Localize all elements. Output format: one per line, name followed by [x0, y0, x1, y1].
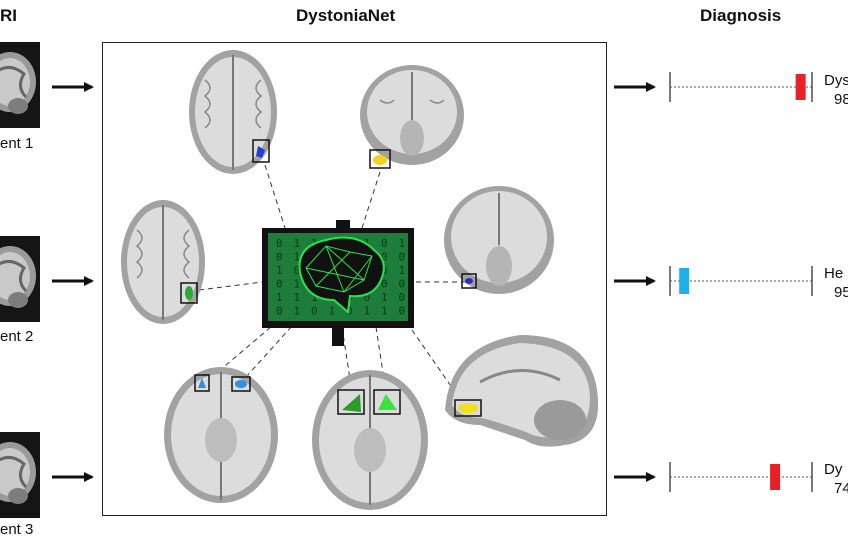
roi-sagittal [458, 403, 478, 413]
patient-3-diagnosis-label: Dy [824, 461, 843, 478]
binary-digit: 1 [399, 264, 406, 277]
patient-1-diagnosis-label: Dys [824, 72, 848, 89]
binary-digit: 0 [399, 278, 406, 291]
binary-digit: 1 [276, 291, 283, 304]
patient-1-mri-thumbnail [0, 42, 40, 128]
output-arrows [614, 82, 656, 482]
roi-axial-bottom-left-b [235, 380, 247, 388]
brain-coronal-top [360, 65, 464, 165]
brain-axial-bottom-mid [312, 370, 428, 510]
patient-2-diagnosis-label: He [824, 265, 844, 282]
binary-digit: 0 [276, 237, 283, 250]
brain-sagittal-icon [0, 442, 36, 504]
patient-1-diagnosis-value: 98 [834, 91, 848, 108]
binary-digit: 0 [276, 278, 283, 291]
binary-digit: 0 [399, 251, 406, 264]
roi-boxes [180, 139, 482, 417]
binary-digit: 1 [364, 305, 371, 318]
binary-digit: 0 [346, 305, 353, 318]
binary-digit: 1 [294, 291, 301, 304]
binary-digit: 1 [311, 291, 318, 304]
header-dystonianet: DystoniaNet [296, 6, 396, 25]
roi-axial-bottom-left-a [198, 378, 206, 388]
patient-2-label: ent 2 [0, 328, 34, 345]
brain-sagittal-icon [0, 52, 36, 114]
dystonianet-frame [102, 42, 607, 516]
brain-axial-bottom-left [164, 367, 278, 503]
binary-digit: 0 [381, 278, 388, 291]
roi-axial-top [256, 146, 265, 158]
patient-3-mri-thumbnail [0, 432, 40, 518]
binary-digit: 1 [294, 305, 301, 318]
binary-digit: 0 [381, 251, 388, 264]
patient-2-diagnosis: He 95 [824, 264, 848, 302]
patient-3-diagnosis-scale [669, 462, 813, 492]
neural-brain-icon [298, 236, 385, 314]
scale-marker [770, 464, 781, 490]
monitor-icon: 0110110101001100101101010111010011110010… [262, 220, 414, 346]
binary-digit: 0 [311, 305, 318, 318]
patient-1-diagnosis: Dys 98 [824, 71, 848, 109]
brain-sagittal-icon [0, 246, 36, 308]
binary-digit: 0 [364, 291, 371, 304]
roi-fills [185, 146, 478, 413]
roi-axial-left [185, 286, 193, 300]
binary-digit: 0 [276, 251, 283, 264]
patient-2-diagnosis-scale [669, 266, 813, 296]
roi-axial-bottom-mid-b [378, 394, 397, 410]
binary-digit: 0 [276, 305, 283, 318]
binary-digit: 0 [399, 305, 406, 318]
binary-digit: 1 [294, 278, 301, 291]
roi-coronal-right [465, 278, 473, 284]
binary-digit: 0 [399, 291, 406, 304]
binary-digit: 1 [381, 291, 388, 304]
roi-axial-bottom-mid-a [342, 394, 361, 412]
binary-digit: 0 [381, 237, 388, 250]
header-mri: RI [0, 6, 17, 25]
binary-digit: 1 [399, 237, 406, 250]
binary-digit: 1 [276, 264, 283, 277]
patient-1-label: ent 1 [0, 135, 34, 152]
scale-marker [795, 74, 806, 100]
patient-2-diagnosis-value: 95 [834, 284, 848, 301]
binary-digit: 1 [381, 305, 388, 318]
brain-axial-top [189, 50, 277, 174]
binary-digit: 1 [329, 305, 336, 318]
patient-1-diagnosis-scale [669, 72, 813, 102]
scale-marker [679, 268, 690, 294]
binary-digit: 0 [294, 264, 301, 277]
binary-digit: 1 [294, 237, 301, 250]
patient-3-diagnosis-value: 74 [834, 480, 848, 497]
diagnosis-scales [669, 72, 813, 492]
patient-2-mri-thumbnail [0, 236, 40, 322]
brain-axial-left [121, 200, 205, 324]
brain-sagittal-right [445, 335, 599, 447]
binary-digit: 1 [294, 251, 301, 264]
roi-coronal-top [373, 155, 387, 165]
brain-coronal-right [444, 186, 554, 294]
input-arrows [52, 82, 94, 482]
patient-3-label: ent 3 [0, 521, 34, 538]
header-diagnosis: Diagnosis [700, 6, 782, 25]
patient-3-diagnosis: Dy 74 [824, 460, 848, 498]
